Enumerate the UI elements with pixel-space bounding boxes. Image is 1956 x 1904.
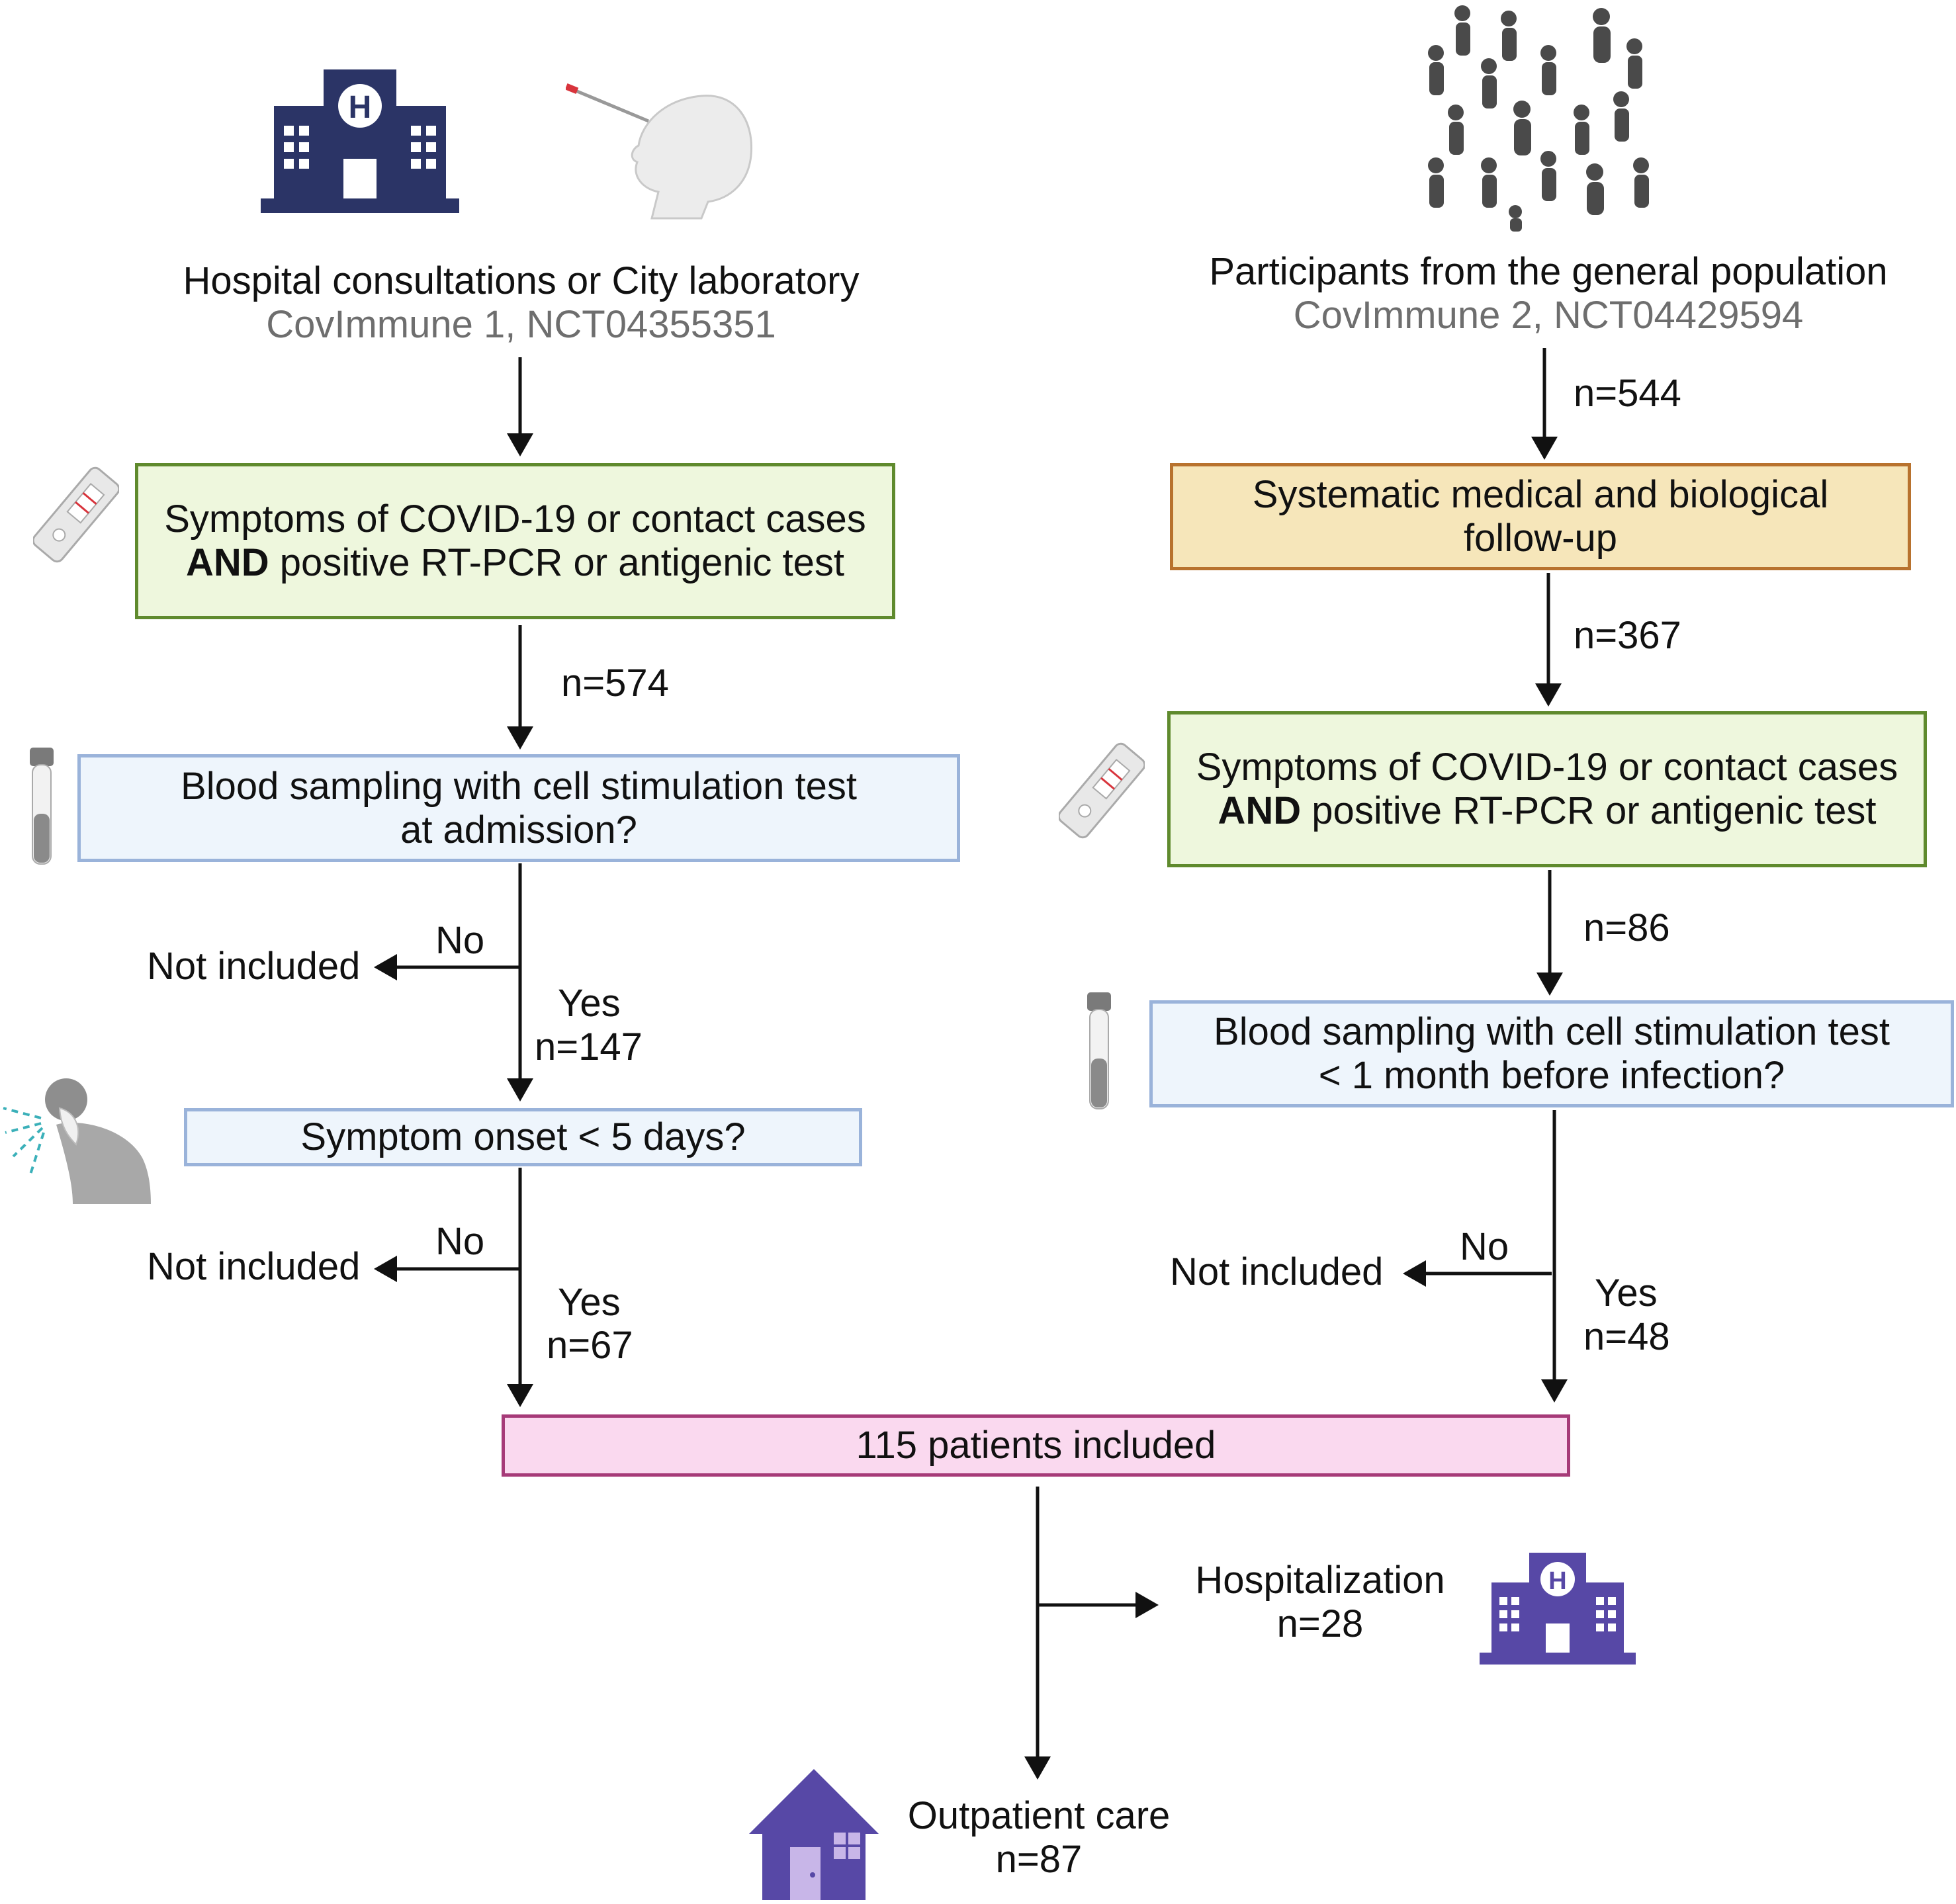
right-n48: n=48	[1583, 1315, 1670, 1358]
house-icon	[749, 1769, 879, 1900]
left-n67: n=67	[547, 1324, 633, 1367]
right-box-symptoms-line2: AND positive RT-PCR or antigenic test	[1218, 789, 1877, 833]
left-n574: n=574	[561, 662, 669, 705]
patients-included-text: 115 patients included	[856, 1424, 1216, 1467]
left-box-symptoms-bold: AND	[186, 541, 269, 584]
right-n86: n=86	[1583, 906, 1670, 949]
right-title: Participants from the general population	[1209, 250, 1888, 293]
left-yes-2: Yes	[558, 1281, 621, 1324]
left-box-blood-line1: Blood sampling with cell stimulation tes…	[181, 764, 857, 808]
left-yes-1: Yes	[558, 982, 621, 1025]
left-box-blood-sampling: Blood sampling with cell stimulation tes…	[77, 754, 960, 862]
svg-text:H: H	[349, 90, 372, 125]
left-n147: n=147	[535, 1025, 643, 1068]
hospitalization-n: n=28	[1276, 1602, 1364, 1645]
rapid-test-icon	[1059, 742, 1145, 839]
right-no: No	[1460, 1225, 1509, 1268]
right-box-follow-up: Systematic medical and biological follow…	[1170, 463, 1911, 570]
nasal-swab-icon	[566, 83, 753, 220]
left-box-symptoms: Symptoms of COVID-19 or contact cases AN…	[135, 463, 895, 619]
left-box-symptoms-line2: AND positive RT-PCR or antigenic test	[186, 541, 844, 585]
left-box-blood-line2: at admission?	[400, 808, 637, 851]
left-not-included-1: Not included	[147, 945, 361, 988]
right-box-symptoms-bold: AND	[1218, 789, 1302, 832]
right-box-blood-line1: Blood sampling with cell stimulation tes…	[1214, 1010, 1890, 1053]
left-title: Hospital consultations or City laborator…	[183, 259, 860, 302]
outpatient-label: Outpatient care	[907, 1794, 1171, 1837]
right-n544: n=544	[1574, 372, 1681, 415]
right-box-blood-sampling: Blood sampling with cell stimulation tes…	[1149, 1000, 1954, 1107]
right-box-symptoms-rest: positive RT-PCR or antigenic test	[1301, 789, 1877, 832]
right-box-follow-line2: follow-up	[1463, 517, 1618, 560]
right-box-symptoms: Symptoms of COVID-19 or contact cases AN…	[1167, 711, 1927, 867]
blood-tube-icon	[30, 748, 54, 865]
left-box-symptoms-line1: Symptoms of COVID-19 or contact cases	[164, 498, 866, 541]
right-n367: n=367	[1574, 614, 1681, 657]
hospital-icon: H	[261, 69, 459, 213]
right-yes: Yes	[1595, 1272, 1658, 1315]
left-box-symptoms-rest: positive RT-PCR or antigenic test	[269, 541, 844, 584]
right-box-symptoms-line1: Symptoms of COVID-19 or contact cases	[1196, 746, 1898, 789]
left-no-2: No	[435, 1220, 485, 1263]
left-box-symptom-onset: Symptom onset < 5 days?	[184, 1108, 862, 1166]
right-box-blood-line2: < 1 month before infection?	[1318, 1054, 1785, 1097]
right-subtitle: CovImmune 2, NCT04429594	[1293, 294, 1804, 337]
svg-text:H: H	[1548, 1567, 1566, 1595]
left-no-1: No	[435, 919, 485, 962]
crowd-icon	[1428, 5, 1649, 232]
blood-tube-icon	[1087, 992, 1111, 1109]
box-patients-included: 115 patients included	[502, 1414, 1570, 1477]
hospitalization-label: Hospitalization	[1195, 1559, 1445, 1602]
hospital-icon: H	[1480, 1553, 1636, 1665]
coughing-person-icon	[3, 1078, 151, 1204]
right-not-included: Not included	[1170, 1250, 1384, 1293]
left-subtitle: CovImmune 1, NCT04355351	[266, 303, 776, 346]
rapid-test-icon	[33, 466, 119, 563]
outpatient-n: n=87	[995, 1838, 1083, 1881]
left-not-included-2: Not included	[147, 1245, 361, 1288]
left-box-onset-text: Symptom onset < 5 days?	[300, 1115, 746, 1158]
right-box-follow-line1: Systematic medical and biological	[1252, 473, 1829, 516]
